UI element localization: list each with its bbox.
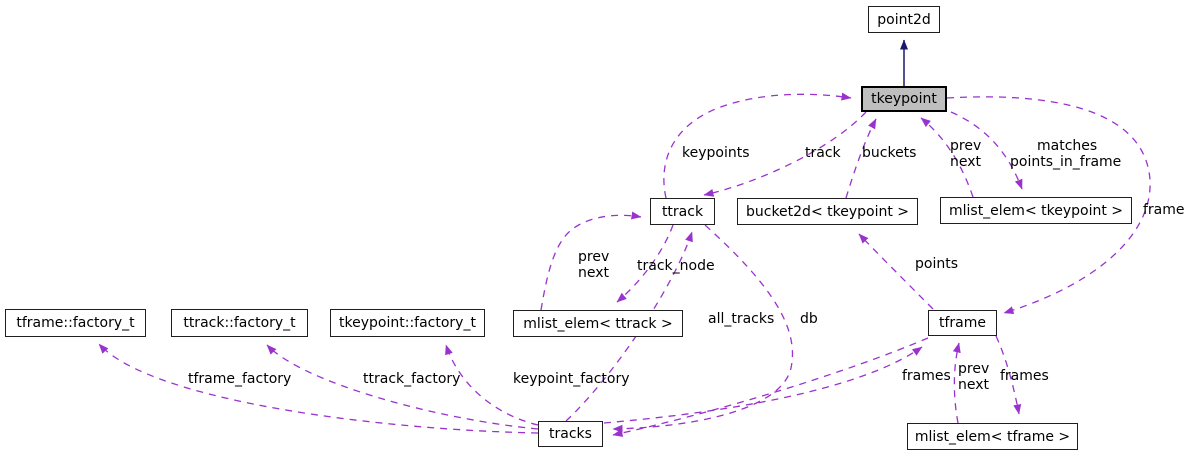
edge-label-points-in-frame: points_in_frame [1010, 154, 1122, 170]
edge-label-db: db [800, 311, 818, 327]
node-point2d[interactable]: point2d [868, 6, 940, 33]
edge-prev-next-tframe [952, 342, 961, 424]
edge-points [858, 233, 934, 310]
edge-db [612, 224, 794, 433]
edge-label-points: points [915, 256, 958, 272]
edge-label-prev-ttrack: prev [578, 249, 610, 265]
edge-label-prev-tkeypoint: prev [950, 138, 982, 154]
edge-label-next-tkeypoint: next [950, 154, 982, 170]
edge-keypoint-factory [445, 344, 539, 426]
edge-label-buckets: buckets [862, 145, 917, 161]
edge-ttrack-factory [266, 344, 539, 430]
edge-label-tframe-factory: tframe_factory [188, 371, 292, 387]
node-mlist-elem-ttrack[interactable]: mlist_elem< ttrack > [513, 310, 683, 337]
node-bucket2d-tkeypoint[interactable]: bucket2d< tkeypoint > [737, 198, 918, 225]
edge-track [703, 111, 867, 197]
edge-matches-points-in-frame [950, 111, 1023, 190]
edge-label-track: track [805, 145, 841, 161]
edge-label-matches: matches [1037, 138, 1098, 154]
edge-label-prev-tframe: prev [958, 361, 990, 377]
edge-tframe-tracks [612, 337, 929, 437]
edge-label-track-node: track_node [637, 258, 715, 274]
node-mlist-elem-tkeypoint[interactable]: mlist_elem< tkeypoint > [940, 197, 1132, 224]
node-tkeypoint-factory-t[interactable]: tkeypoint::factory_t [330, 309, 485, 337]
edge-frames-tframe-mlist [995, 335, 1022, 415]
edge-label-all-tracks: all_tracks [708, 311, 775, 327]
edge-label-keypoint-factory: keypoint_factory [513, 371, 630, 387]
edge-label-frames-left: frames [902, 368, 951, 384]
edge-label-keypoints: keypoints [682, 145, 750, 161]
edge-prev-next-ttrack [540, 211, 642, 311]
edge-label-next-ttrack: next [578, 265, 610, 281]
edge-track-node [616, 224, 674, 303]
edge-buckets [845, 118, 877, 199]
edge-keypoints [663, 92, 852, 199]
edge-tframe-factory [98, 343, 539, 434]
edge-label-frames-right: frames [1000, 368, 1049, 384]
node-tframe[interactable]: tframe [928, 310, 997, 336]
edge-frame [946, 96, 1151, 315]
node-tframe-factory-t[interactable]: tframe::factory_t [5, 309, 146, 337]
node-mlist-elem-tframe[interactable]: mlist_elem< tframe > [907, 423, 1078, 450]
edge-label-ttrack-factory: ttrack_factory [363, 371, 461, 387]
node-tracks[interactable]: tracks [538, 421, 603, 447]
node-ttrack[interactable]: ttrack [650, 198, 715, 225]
node-ttrack-factory-t[interactable]: ttrack::factory_t [171, 309, 308, 337]
edge-label-next-tframe: next [958, 377, 990, 393]
node-tkeypoint[interactable]: tkeypoint [861, 86, 947, 112]
edge-label-frame: frame [1143, 202, 1185, 218]
